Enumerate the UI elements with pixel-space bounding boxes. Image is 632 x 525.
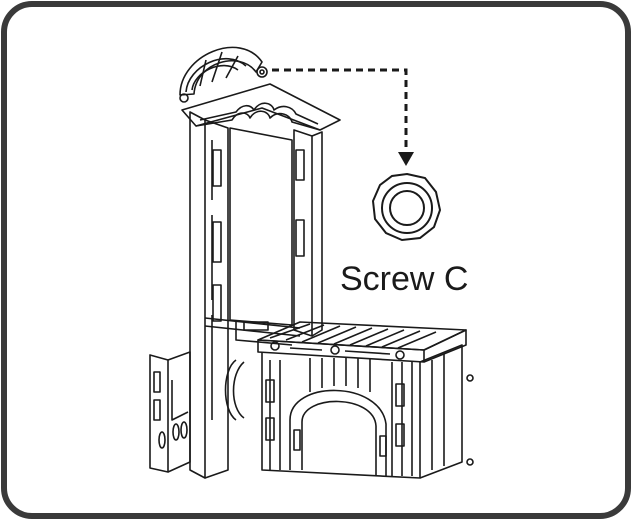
callout-arrow [272,68,414,166]
back-frame [189,111,323,479]
side-ladder [149,351,191,473]
screw-head-icon [371,172,442,242]
roof-crown [179,46,341,131]
base-bridge [224,321,474,479]
screw-c-label: Screw C [340,260,469,298]
